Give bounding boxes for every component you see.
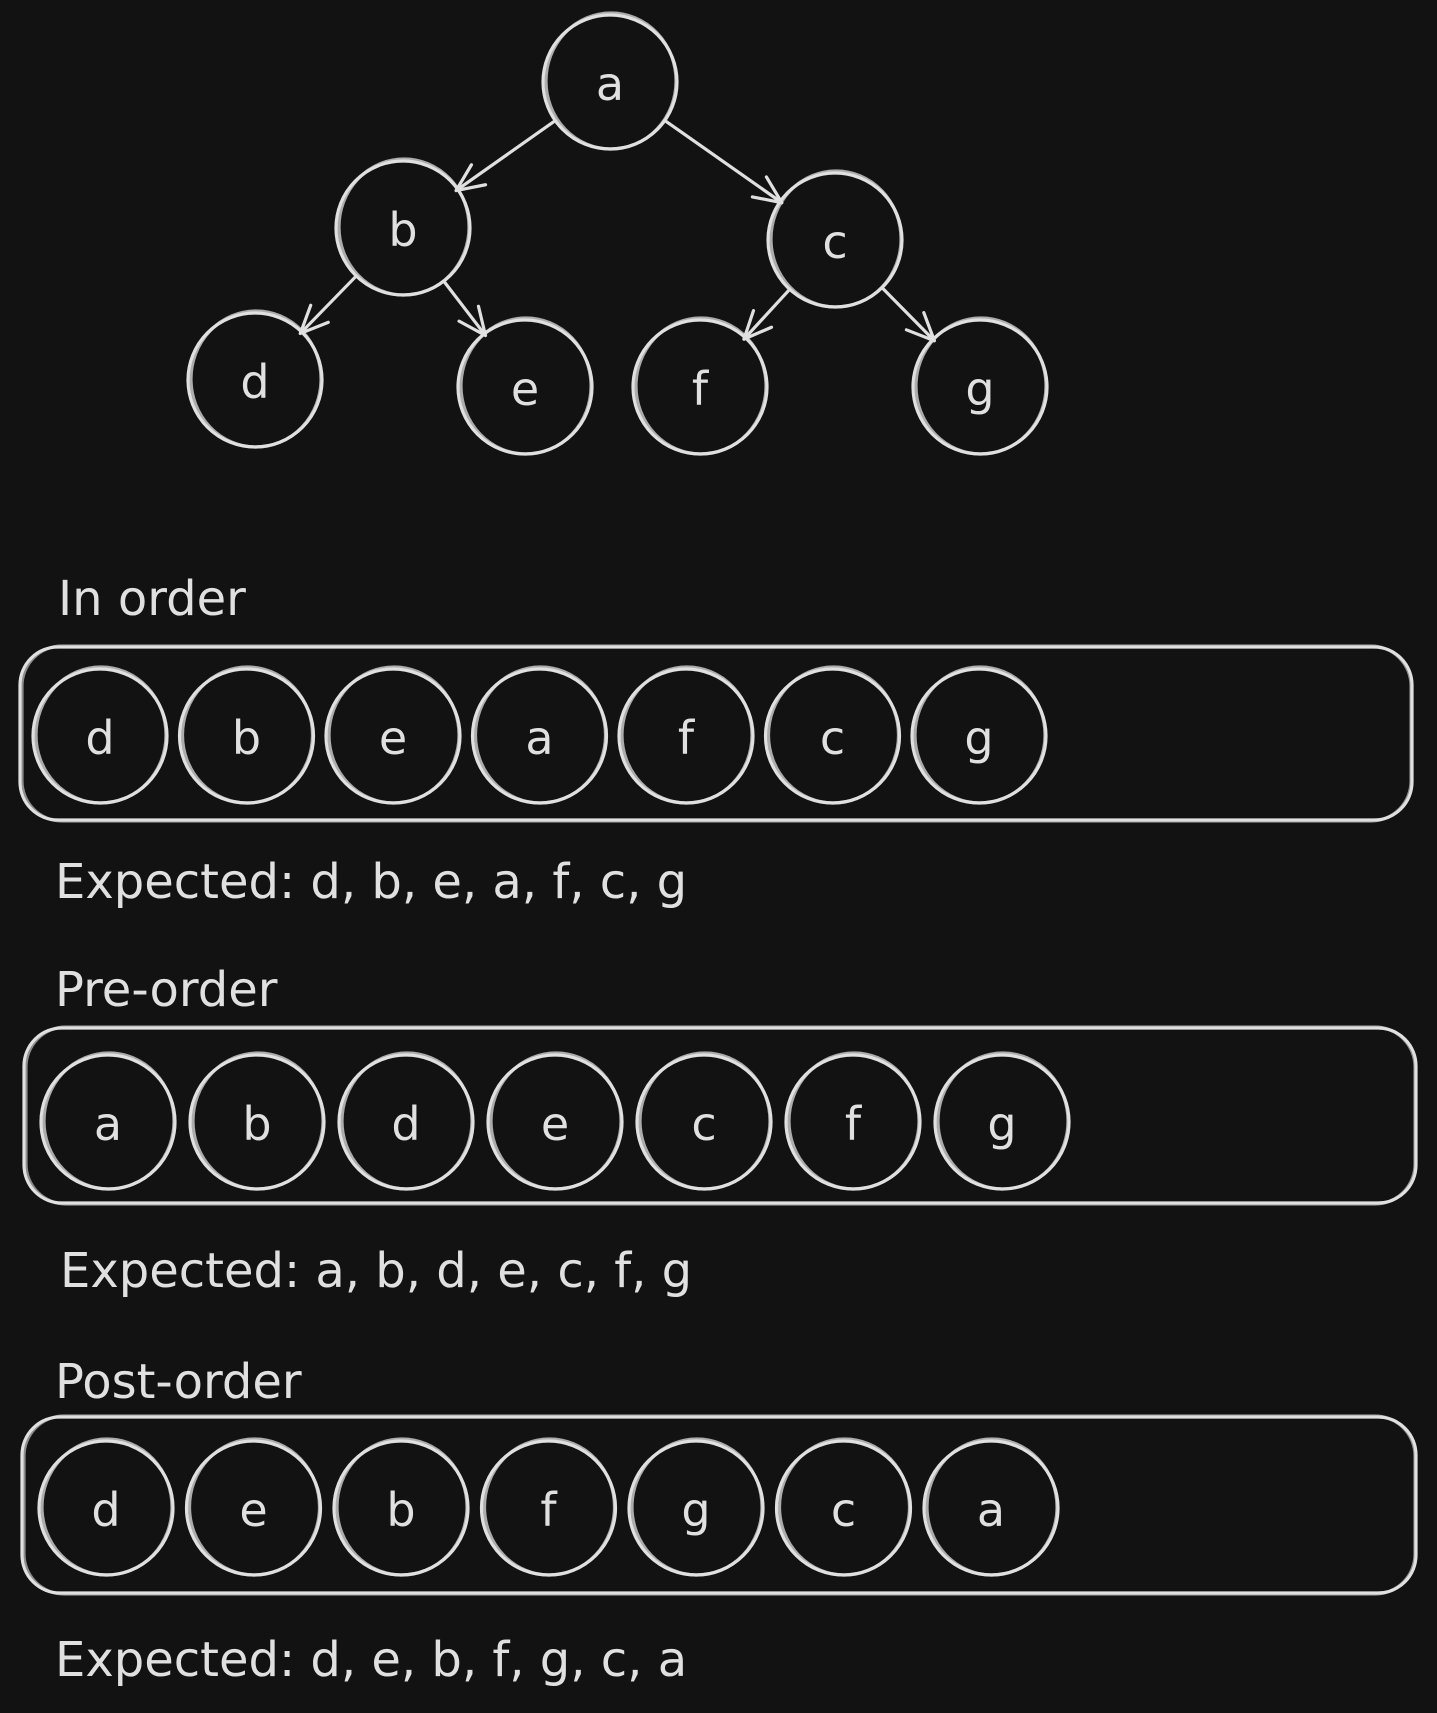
sequence-node-label: e — [379, 711, 407, 765]
sequence-node-b: b — [188, 1051, 326, 1191]
sequence-node-label: e — [239, 1483, 267, 1537]
edge-b-e — [443, 281, 488, 338]
tree-node-g: g — [911, 316, 1049, 456]
sequence-node-label: d — [85, 711, 114, 765]
sequence-node-g: g — [910, 665, 1048, 805]
sequence-node-label: c — [691, 1097, 716, 1151]
edge-a-c — [664, 120, 784, 205]
node-label: a — [596, 57, 624, 111]
node-label: b — [388, 203, 417, 257]
sequence-node-e: e — [184, 1437, 323, 1577]
sequence-node-e: e — [486, 1051, 624, 1191]
sequence-node-g: g — [933, 1051, 1071, 1191]
sequence-node-label: g — [964, 711, 993, 765]
sequence-node-c: c — [763, 665, 902, 805]
node-label: d — [240, 355, 269, 409]
sequence-node-label: f — [678, 711, 696, 765]
section-title: In order — [58, 571, 246, 627]
binary-tree: a b c d e f g — [186, 11, 1049, 456]
sequence-node-label: b — [242, 1097, 271, 1151]
tree-node-a: a — [541, 11, 679, 151]
tree-node-f: f — [631, 316, 769, 456]
sequence-node-g: g — [627, 1437, 765, 1577]
sequence-node-e: e — [324, 665, 462, 805]
node-label: f — [692, 362, 710, 416]
sequence-node-label: f — [845, 1097, 863, 1151]
sequence-node-c: c — [774, 1437, 913, 1577]
arrowhead-icon — [298, 303, 330, 336]
sequence-node-a: a — [470, 665, 609, 805]
sequence-node-a: a — [39, 1051, 177, 1191]
tree-node-e: e — [456, 316, 594, 456]
sequence-node-b: b — [332, 1437, 470, 1577]
sequence-node-a: a — [922, 1437, 1060, 1577]
edge-b-d — [298, 275, 357, 336]
section-title: Post-order — [55, 1354, 302, 1410]
section-title: Pre-order — [55, 962, 278, 1018]
edge-c-g — [881, 287, 936, 343]
sequence-node-label: b — [386, 1483, 415, 1537]
sequence-node-label: c — [831, 1483, 856, 1537]
edge-c-f — [742, 289, 790, 341]
tree-node-c: c — [766, 169, 904, 309]
sequence-node-label: a — [977, 1483, 1005, 1537]
sequence-node-d: d — [37, 1437, 175, 1577]
sequence-node-f: f — [784, 1051, 922, 1191]
expected-text: Expected: d, b, e, a, f, c, g — [55, 854, 687, 910]
sequence-node-label: c — [820, 711, 845, 765]
sequence-node-label: g — [987, 1097, 1016, 1151]
node-label: c — [822, 215, 847, 269]
sequence-node-label: d — [391, 1097, 420, 1151]
sequence-node-label: f — [540, 1483, 558, 1537]
arrowhead-icon — [457, 304, 488, 338]
sequence-node-label: e — [541, 1097, 569, 1151]
sequence-node-label: b — [232, 711, 261, 765]
sequence-node-f: f — [479, 1437, 618, 1577]
sequence-node-b: b — [177, 665, 316, 805]
tree-node-d: d — [186, 309, 324, 449]
sequence-node-d: d — [31, 665, 169, 805]
sequence-node-label: g — [681, 1483, 710, 1537]
node-label: e — [511, 362, 539, 416]
expected-text: Expected: a, b, d, e, c, f, g — [60, 1243, 692, 1299]
expected-text: Expected: d, e, b, f, g, c, a — [55, 1632, 687, 1688]
sequence-node-c: c — [635, 1051, 773, 1191]
arrowhead-icon — [454, 163, 488, 193]
sequence-node-f: f — [617, 665, 755, 805]
sequence-node-label: a — [525, 711, 553, 765]
node-label: g — [965, 362, 994, 416]
arrowhead-icon — [742, 309, 774, 341]
tree-node-b: b — [334, 157, 472, 297]
sequence-node-label: d — [91, 1483, 120, 1537]
sequence-node-d: d — [337, 1051, 475, 1191]
edge-a-b — [454, 120, 556, 193]
sequence-node-label: a — [94, 1097, 122, 1151]
